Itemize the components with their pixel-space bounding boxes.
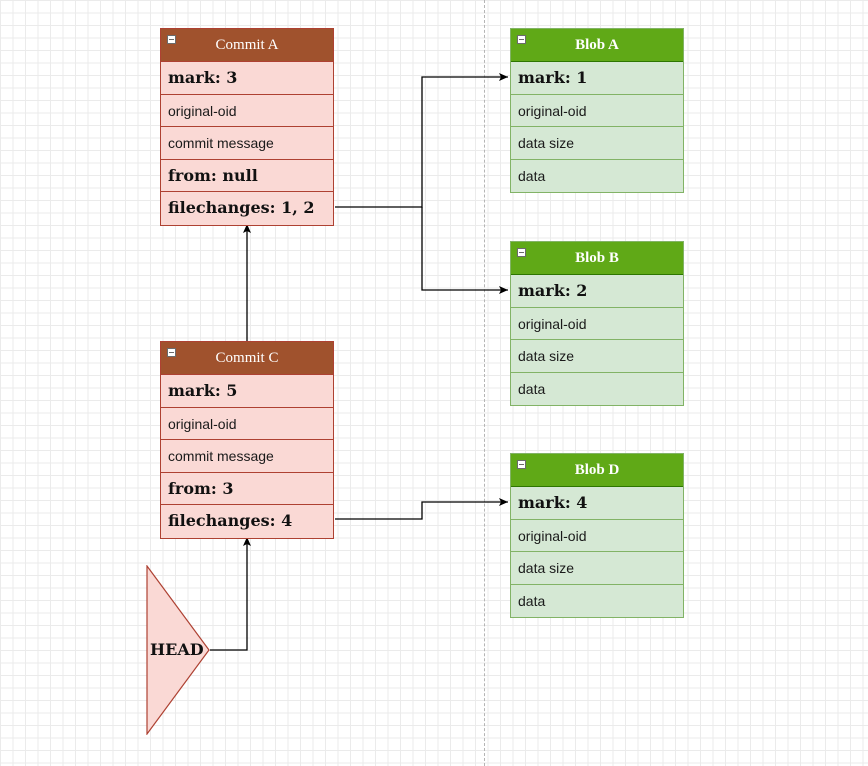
blob-b-mark: mark: 2 <box>511 275 683 308</box>
blob-b-original-oid: original-oid <box>511 308 683 340</box>
commit-a-title: Commit A <box>215 37 279 53</box>
blob-a-data: data <box>518 167 546 184</box>
head-label: HEAD <box>150 640 204 659</box>
blob-a-box[interactable]: Blob A mark: 1 original-oid data size da… <box>510 28 684 193</box>
blob-a-data-size: data size <box>511 127 683 160</box>
blob-a-original-oid: original-oid <box>511 95 683 127</box>
commit-c-mark: mark: 5 <box>161 375 333 408</box>
commit-c-header[interactable]: Commit C <box>161 342 333 375</box>
commit-c-box[interactable]: Commit C mark: 5 original-oid commit mes… <box>160 341 334 539</box>
collapse-icon[interactable] <box>167 348 176 357</box>
collapse-icon[interactable] <box>517 35 526 44</box>
blob-d-data: data <box>518 592 546 609</box>
edge-head-to-commit-c <box>210 537 251 651</box>
blob-b-header[interactable]: Blob B <box>511 242 683 275</box>
collapse-icon[interactable] <box>517 248 526 257</box>
edge-commit-c-to-blob-d <box>335 498 508 520</box>
blob-b-box[interactable]: Blob B mark: 2 original-oid data size da… <box>510 241 684 406</box>
commit-a-mark: mark: 3 <box>161 62 333 95</box>
blob-a-mark: mark: 1 <box>511 62 683 95</box>
commit-c-original-oid: original-oid <box>161 408 333 440</box>
collapse-icon[interactable] <box>517 460 526 469</box>
commit-c-filechanges: filechanges: 4 <box>168 511 293 530</box>
commit-c-title: Commit C <box>215 350 279 366</box>
blob-b-data: data <box>518 380 546 397</box>
blob-d-title: Blob D <box>574 462 620 478</box>
blob-a-header[interactable]: Blob A <box>511 29 683 62</box>
collapse-icon[interactable] <box>167 35 176 44</box>
commit-c-from: from: 3 <box>161 473 333 505</box>
blob-d-data-size: data size <box>511 552 683 585</box>
edge-commit-a-to-blob-a <box>335 73 508 208</box>
head-pointer-shape[interactable] <box>146 565 210 735</box>
blob-d-mark: mark: 4 <box>511 487 683 520</box>
blob-d-box[interactable]: Blob D mark: 4 original-oid data size da… <box>510 453 684 618</box>
blob-a-title: Blob A <box>575 37 619 53</box>
commit-a-filechanges: filechanges: 1, 2 <box>168 198 315 217</box>
edge-commit-a-to-blob-b <box>421 207 508 294</box>
blob-b-data-size: data size <box>511 340 683 373</box>
blob-d-original-oid: original-oid <box>511 520 683 552</box>
commit-c-message: commit message <box>161 440 333 473</box>
commit-a-message: commit message <box>161 127 333 160</box>
commit-a-box[interactable]: Commit A mark: 3 original-oid commit mes… <box>160 28 334 226</box>
divider-line <box>484 0 485 766</box>
blob-d-header[interactable]: Blob D <box>511 454 683 487</box>
blob-b-title: Blob B <box>575 250 619 266</box>
commit-a-from: from: null <box>161 160 333 192</box>
commit-a-header[interactable]: Commit A <box>161 29 333 62</box>
commit-a-original-oid: original-oid <box>161 95 333 127</box>
